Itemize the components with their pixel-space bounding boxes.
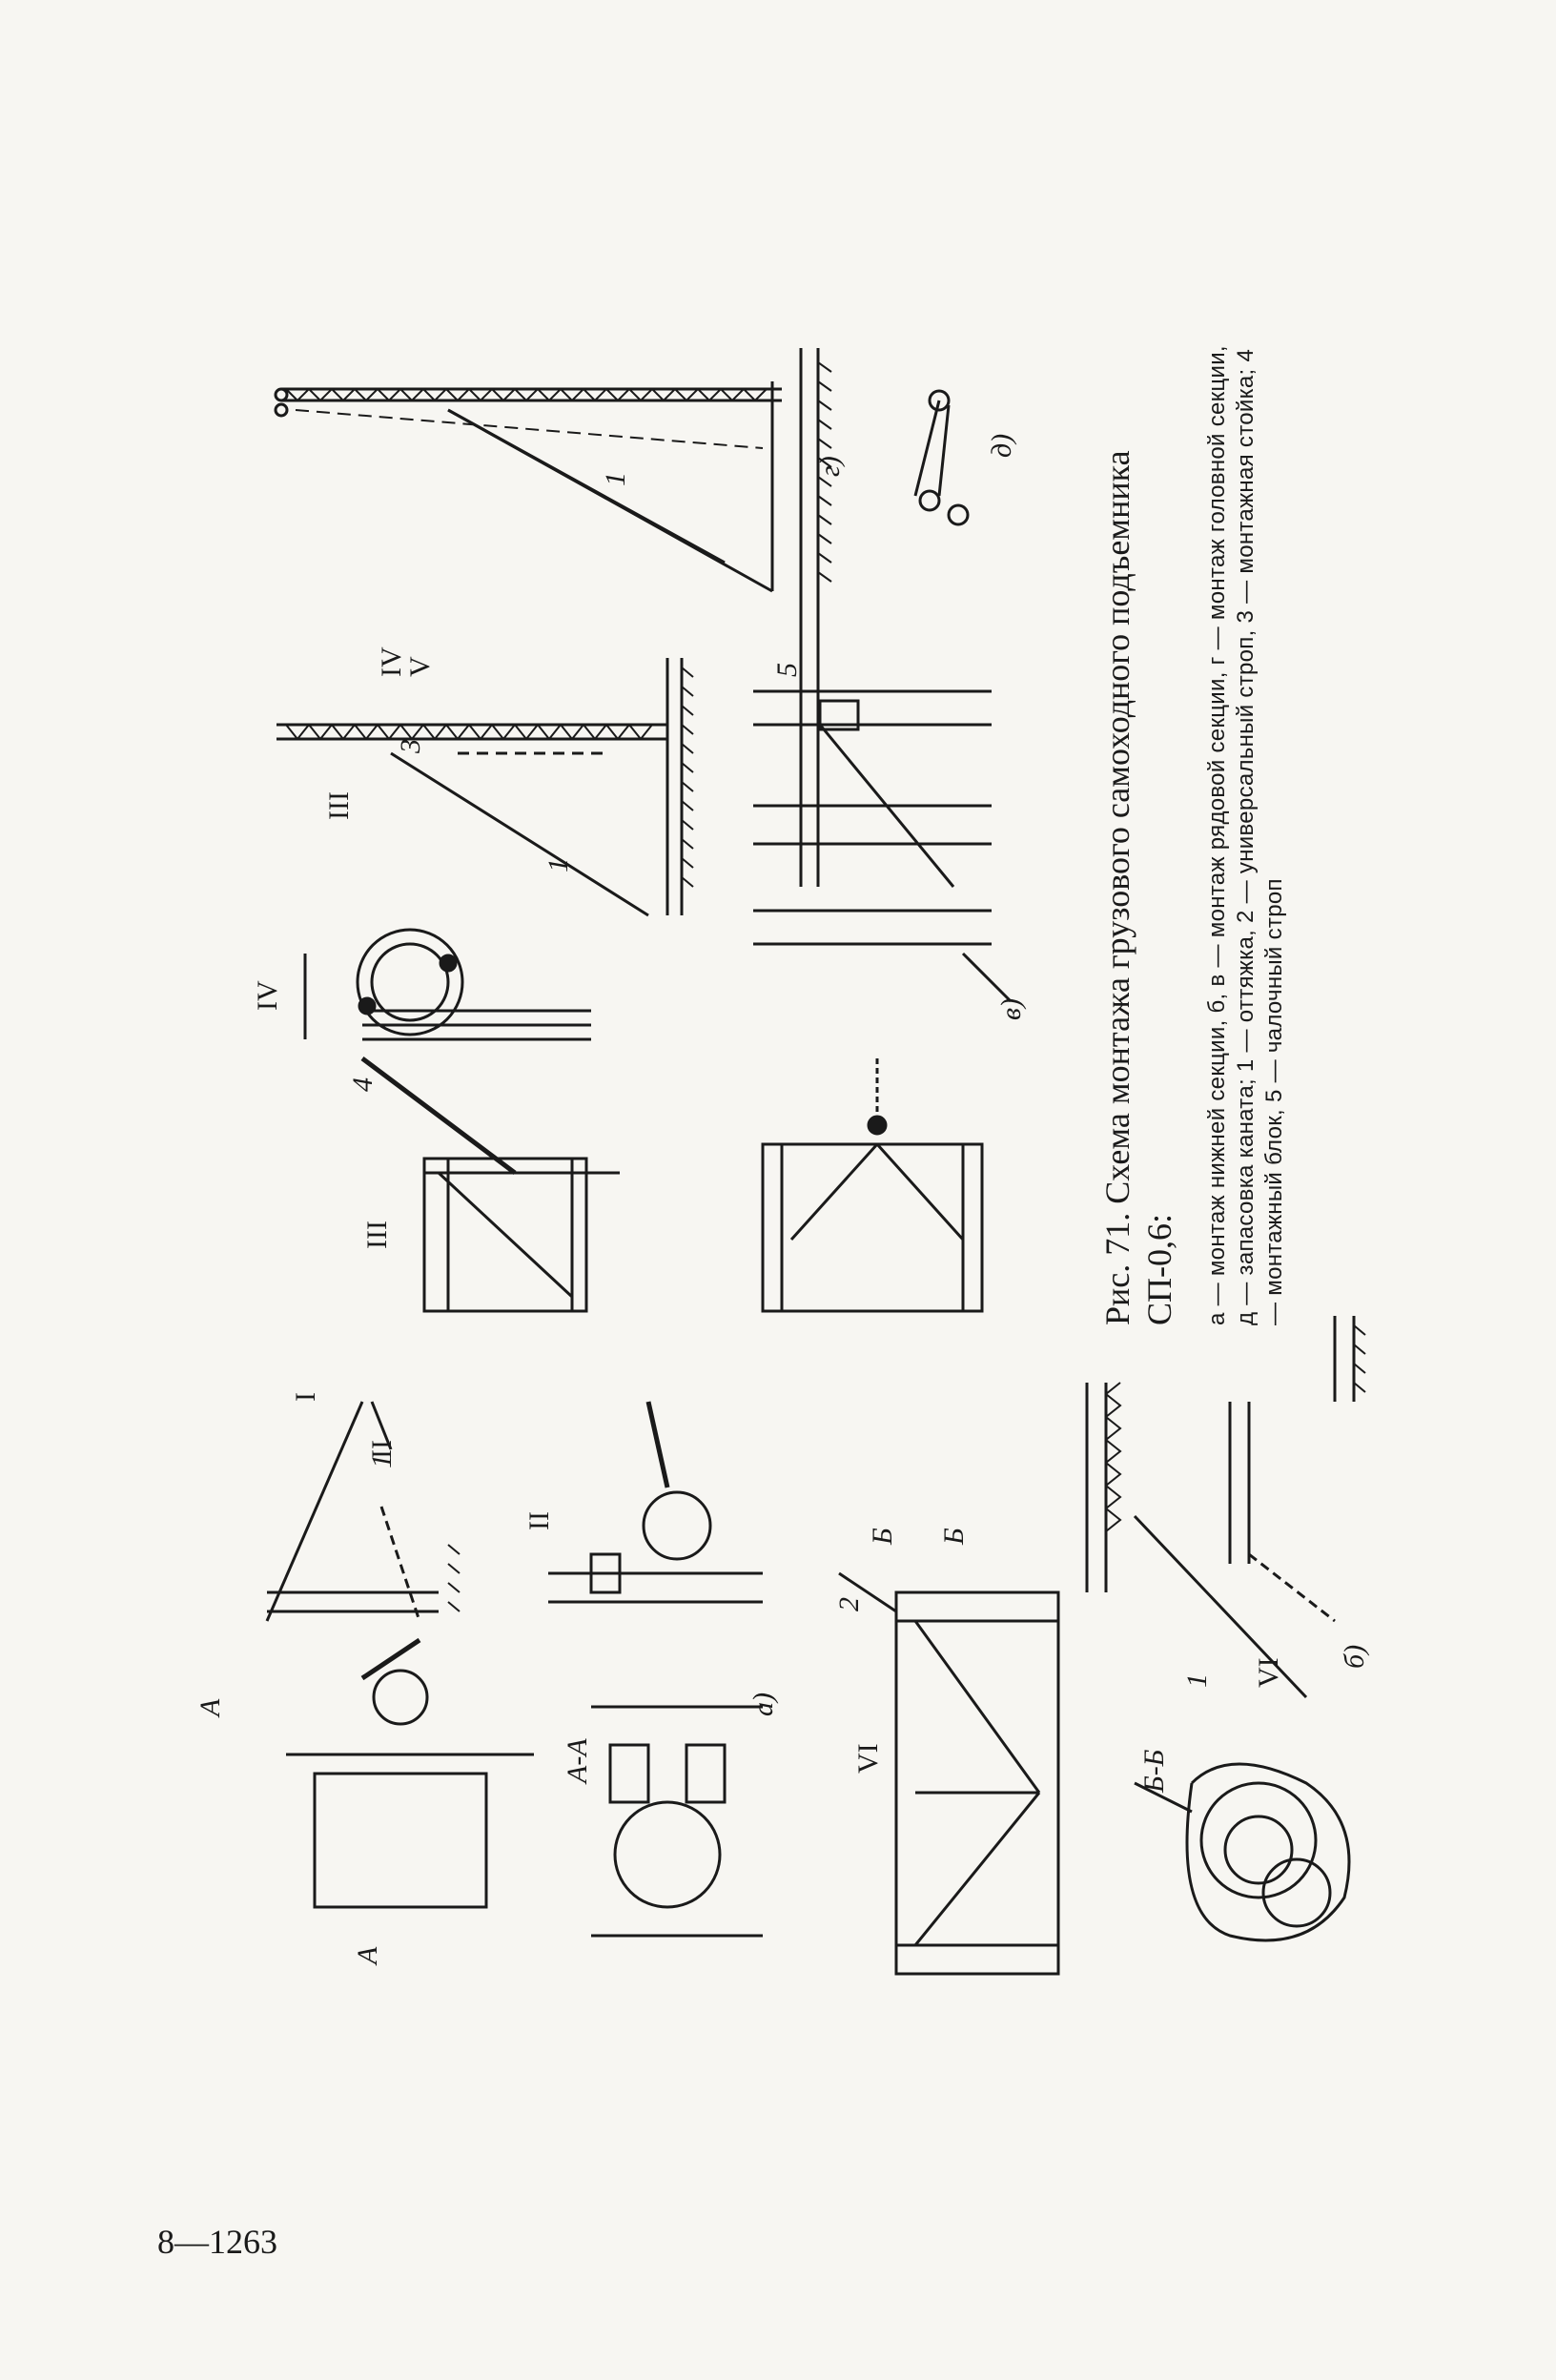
label-sub-b: б) (1339, 1645, 1370, 1669)
label-view-III-v: III (323, 791, 355, 820)
label-n1-g: 1 (600, 472, 631, 486)
label-section-BB: Б-Б (1138, 1749, 1170, 1794)
label-view-II-a: II (366, 1440, 398, 1459)
label-n5: 5 (771, 663, 803, 677)
detail-v-sling (761, 1058, 984, 1313)
label-sub-d: д) (986, 434, 1017, 458)
label-section-A-bottom: А (352, 1946, 383, 1966)
diagram-d-rope-reeving (913, 389, 970, 526)
label-view-III: III (361, 1221, 393, 1249)
page-number: 8—1263 (157, 2223, 277, 2261)
diagram-g-head-section (274, 348, 832, 887)
label-section-AA: А-А (562, 1738, 593, 1785)
diagram-b-row-section (1085, 1316, 1366, 1699)
label-n2: 2 (833, 1597, 865, 1611)
label-view-VI: VI (852, 1743, 884, 1774)
detail-BB-winch (1134, 1762, 1351, 1942)
figure-caption: Рис. 71. Схема монтажа грузового самоход… (1096, 343, 1312, 1325)
label-n4: 4 (347, 1077, 379, 1092)
label-view-VI-b: VI (1253, 1657, 1284, 1688)
detail-VI-truss (838, 1571, 1060, 1976)
detail-II-sling (548, 1401, 763, 1604)
label-n3: 3 (395, 739, 426, 754)
label-n1-b: 1 (1181, 1673, 1213, 1688)
diagram-v-row-section (276, 658, 694, 917)
label-view-II-detail: II (523, 1511, 555, 1530)
label-n1-a: 1 (366, 1454, 398, 1468)
diagram-v-detail-joint (753, 689, 1013, 1003)
detail-IV-block (303, 928, 591, 1175)
label-view-IV-v: IV (376, 646, 407, 677)
detail-III-truss (422, 1157, 620, 1313)
caption-title: Рис. 71. Схема монтажа грузового самоход… (1098, 450, 1178, 1325)
label-sub-a: а) (747, 1693, 779, 1716)
label-view-V: V (404, 656, 436, 677)
caption-legend: а — монтаж нижней секции, б, в — монтаж … (1204, 345, 1287, 1325)
label-section-B-right: Б (938, 1528, 970, 1546)
label-section-B-left: Б (867, 1528, 898, 1546)
diagram-a-lower-section (265, 1401, 461, 1622)
label-section-A-top: А (194, 1698, 226, 1718)
label-view-I: I (290, 1392, 321, 1402)
label-sub-v: в) (995, 998, 1027, 1020)
label-sub-g: г) (814, 456, 846, 477)
label-n1-v: 1 (543, 858, 574, 872)
label-view-IV: IV (252, 980, 283, 1011)
detail-AA-section (286, 1637, 763, 1938)
